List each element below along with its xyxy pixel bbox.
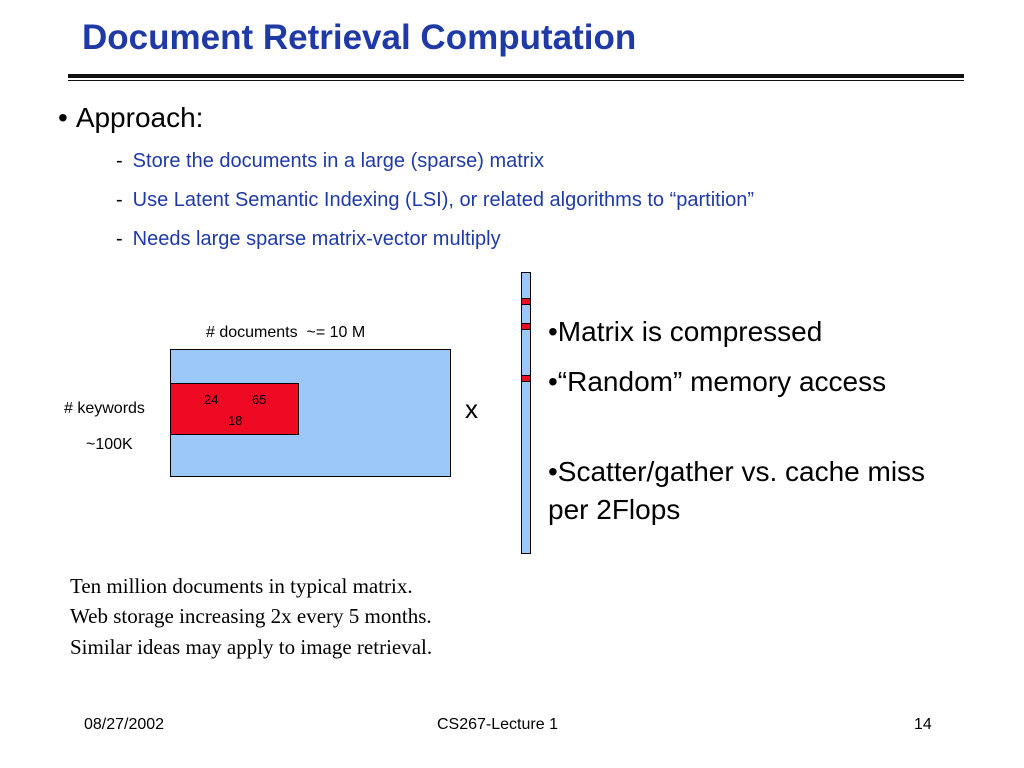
- title-divider: [68, 74, 964, 78]
- dash-marker: -: [116, 189, 123, 211]
- footer-course: CS267-Lecture 1: [437, 716, 558, 733]
- note-line: Ten million documents in typical matrix.: [70, 574, 413, 598]
- vector-entry: [521, 323, 531, 330]
- approach-bullet: •Approach:: [58, 102, 203, 134]
- note-line: Similar ideas may apply to image retriev…: [70, 635, 433, 659]
- dense-vector: [521, 272, 531, 554]
- keywords-count: ~100K: [86, 436, 133, 453]
- slide-title: Document Retrieval Computation: [82, 18, 637, 57]
- keywords-label: # keywords: [64, 400, 145, 417]
- right-bullet: •“Random” memory access: [548, 366, 887, 397]
- dash-marker: -: [116, 228, 123, 250]
- right-bullet: •Matrix is compressed: [548, 316, 823, 347]
- title-divider-thin: [68, 80, 964, 81]
- approach-item-text: Use Latent Semantic Indexing (LSI), or r…: [132, 189, 755, 211]
- note-line: Web storage increasing 2x every 5 months…: [70, 604, 432, 628]
- documents-label: # documents ~= 10 M: [206, 324, 366, 341]
- approach-item: -Needs large sparse matrix-vector multip…: [116, 228, 501, 251]
- right-bullet: •Scatter/gather vs. cache miss per 2Flop…: [548, 456, 926, 525]
- approach-label: Approach:: [75, 102, 204, 133]
- approach-item-text: Store the documents in a large (sparse) …: [132, 150, 544, 172]
- approach-item: -Use Latent Semantic Indexing (LSI), or …: [116, 189, 754, 212]
- multiply-symbol: x: [465, 394, 478, 424]
- matrix-block: [170, 383, 299, 435]
- block-value: 24: [204, 392, 219, 407]
- footer-date: 08/27/2002: [84, 716, 165, 733]
- vector-entry: [521, 375, 531, 382]
- block-value: 18: [228, 413, 243, 428]
- approach-item: -Store the documents in a large (sparse)…: [116, 150, 544, 173]
- block-value: 65: [252, 392, 267, 407]
- vector-entry: [521, 298, 531, 305]
- footer-page-number: 14: [914, 716, 932, 733]
- approach-item-text: Needs large sparse matrix-vector multipl…: [132, 228, 501, 250]
- bullet-dot: •: [58, 102, 68, 133]
- dash-marker: -: [116, 150, 123, 172]
